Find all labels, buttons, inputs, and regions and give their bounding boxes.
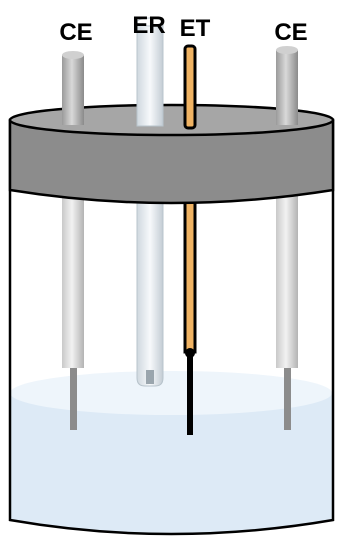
counter-electrode-right-top <box>276 50 298 125</box>
reference-electrode-frit <box>146 370 154 384</box>
solution <box>10 381 333 534</box>
counter-electrode-left-wire <box>70 368 77 430</box>
label-ce-right: CE <box>274 19 307 46</box>
working-electrode-top <box>183 44 197 130</box>
lid-top <box>8 103 335 137</box>
beaker-icon <box>8 120 335 536</box>
label-er: ER <box>132 12 165 39</box>
label-et: ET <box>180 15 211 42</box>
counter-electrode-right-cap <box>276 46 298 54</box>
counter-electrode-right-body <box>276 190 298 368</box>
solution-surface <box>10 371 332 415</box>
counter-electrode-right-wire <box>284 368 291 430</box>
reference-electrode-cap <box>136 17 164 27</box>
cap-icon <box>8 118 335 205</box>
reference-electrode-body <box>136 189 164 387</box>
counter-electrode-left-top <box>62 55 84 125</box>
working-electrode-shaft <box>183 198 197 354</box>
label-ce-left: CE <box>59 19 92 46</box>
counter-electrode-left-cap <box>62 51 84 59</box>
working-electrode-tip <box>187 353 193 435</box>
counter-electrode-left-body <box>62 190 84 368</box>
